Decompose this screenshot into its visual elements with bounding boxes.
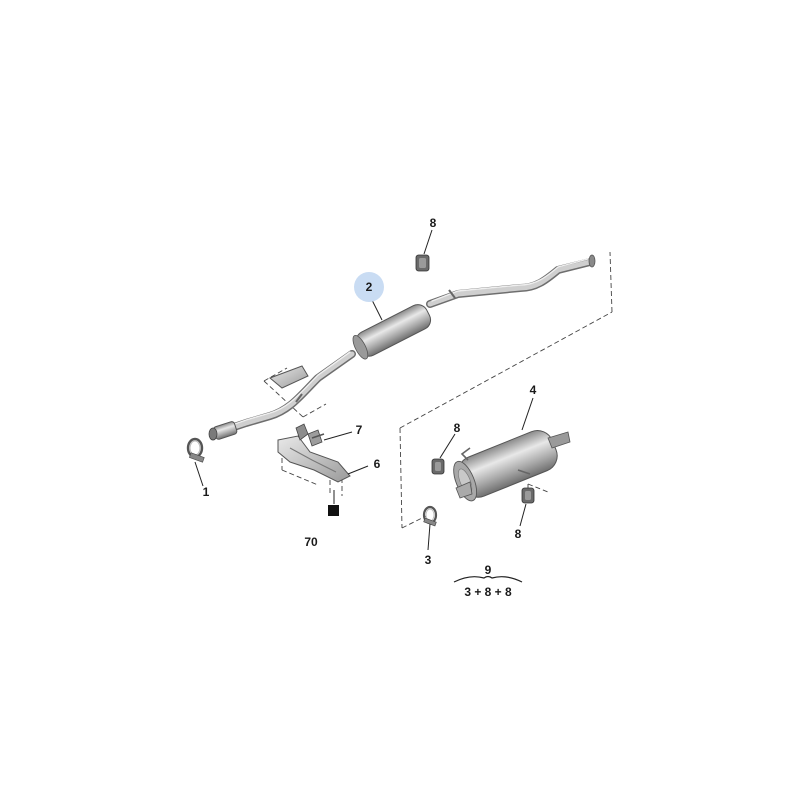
reference-marker-square <box>328 505 339 516</box>
clamp-ring-rear <box>422 505 438 527</box>
part-label-7: 7 <box>356 423 363 437</box>
assembly-frame-rear <box>399 251 613 529</box>
part-label-4: 4 <box>530 383 537 397</box>
rubber-hanger-middle <box>431 458 445 475</box>
exhaust-pipe-assembly <box>208 254 596 441</box>
rubber-hanger-bottom <box>521 487 535 504</box>
clamp-ring-front <box>186 437 205 463</box>
assembly-frame-front <box>263 367 327 418</box>
part-label-8-bottom: 8 <box>515 527 522 541</box>
leader-lines <box>194 229 534 551</box>
rubber-mount-pair <box>295 423 325 447</box>
part-label-9: 9 <box>485 563 492 577</box>
support-bracket <box>277 435 351 483</box>
rubber-hanger-top <box>415 254 430 272</box>
rear-silencer <box>453 430 571 502</box>
part-label-70: 70 <box>304 535 318 549</box>
highlight-circle <box>354 272 384 302</box>
part-label-2: 2 <box>366 280 373 294</box>
front-heat-shield-bracket <box>269 365 309 389</box>
part-label-1: 1 <box>203 485 210 499</box>
part-label-8-middle: 8 <box>454 421 461 435</box>
part-label-3: 3 <box>425 553 432 567</box>
kit-composition-label: 3 + 8 + 8 <box>464 585 512 599</box>
part-label-6: 6 <box>374 457 381 471</box>
kit-brace <box>453 575 523 583</box>
part-label-8-top: 8 <box>430 216 437 230</box>
